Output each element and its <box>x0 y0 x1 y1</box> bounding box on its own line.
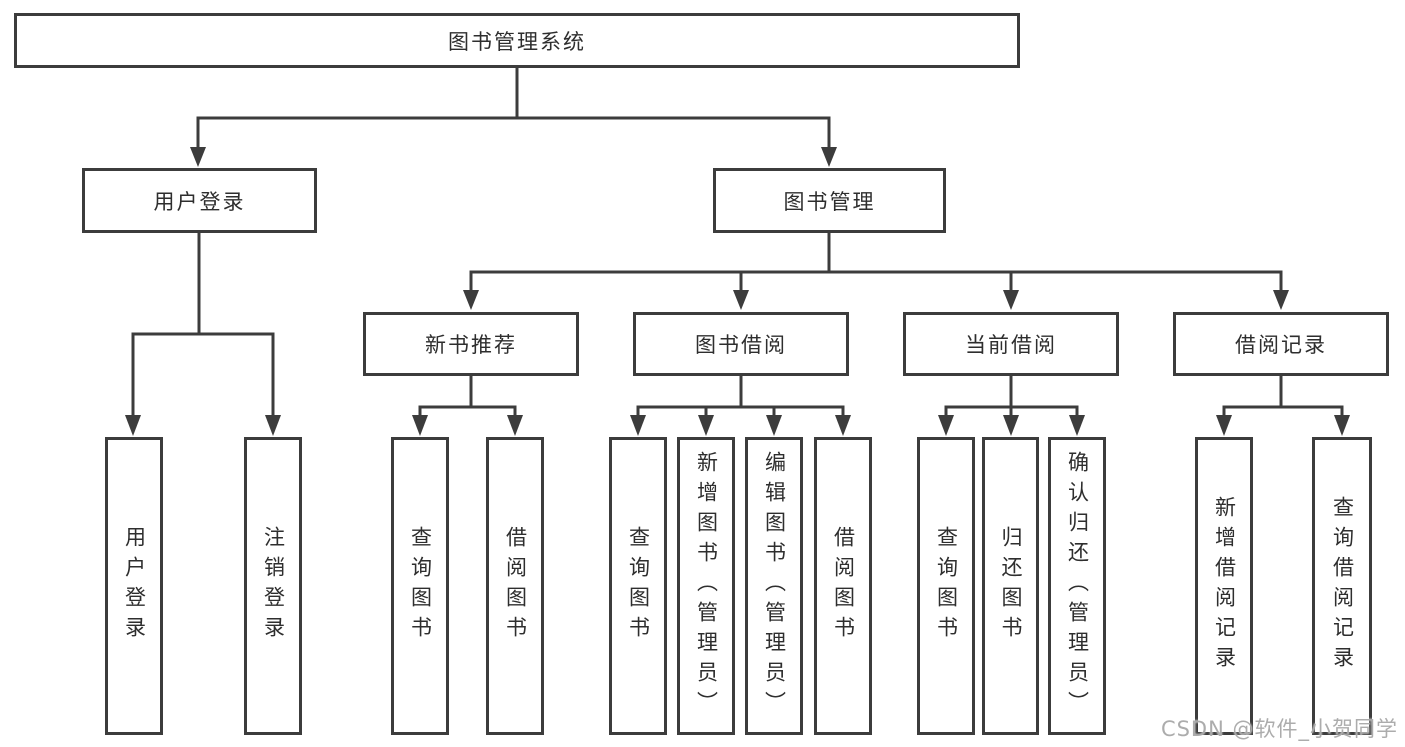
leaf-borrow-book-label: 借阅图书 <box>831 526 856 646</box>
leaf-logout-label: 注销登录 <box>261 526 286 646</box>
node-current-borrow-label: 当前借阅 <box>965 333 1057 357</box>
leaf-add-book-admin: 新增图书（管理员） <box>677 437 735 735</box>
node-user-login-label: 用户登录 <box>153 189 246 214</box>
leaf-edit-book-admin: 编辑图书（管理员） <box>745 437 803 735</box>
node-borrow-records-label: 借阅记录 <box>1235 333 1327 357</box>
leaf-logout: 注销登录 <box>244 437 302 735</box>
leaf-search-books-borrow-label: 查询图书 <box>626 526 651 646</box>
node-user-login: 用户登录 <box>82 168 317 233</box>
leaf-search-borrow-record-label: 查询借阅记录 <box>1330 496 1355 676</box>
leaf-confirm-return-admin-label: 确认归还（管理员） <box>1065 451 1090 721</box>
leaf-edit-book-admin-label: 编辑图书（管理员） <box>762 451 787 721</box>
leaf-borrow-book-recommend-label: 借阅图书 <box>503 526 528 646</box>
node-root: 图书管理系统 <box>14 13 1020 68</box>
leaf-add-book-admin-label: 新增图书（管理员） <box>694 451 719 721</box>
leaf-confirm-return-admin: 确认归还（管理员） <box>1048 437 1106 735</box>
node-book-borrow-label: 图书借阅 <box>695 333 787 357</box>
node-book-borrow: 图书借阅 <box>633 312 849 376</box>
node-new-book-recommend-label: 新书推荐 <box>425 333 517 357</box>
arrowheads <box>125 147 1350 436</box>
watermark: CSDN @软件_小贺同学 <box>1160 717 1398 741</box>
leaf-user-login: 用户登录 <box>105 437 163 735</box>
node-book-management: 图书管理 <box>713 168 946 233</box>
leaf-return-book-label: 归还图书 <box>999 526 1023 646</box>
leaf-borrow-book-recommend: 借阅图书 <box>486 437 544 735</box>
leaf-search-books-borrow: 查询图书 <box>609 437 667 735</box>
leaf-borrow-book: 借阅图书 <box>814 437 872 735</box>
leaf-search-books-recommend-label: 查询图书 <box>408 526 433 646</box>
leaf-search-borrow-record: 查询借阅记录 <box>1312 437 1372 735</box>
leaf-user-login-label: 用户登录 <box>122 526 147 646</box>
leaf-search-books-recommend: 查询图书 <box>391 437 449 735</box>
leaf-add-borrow-record-label: 新增借阅记录 <box>1212 496 1237 676</box>
node-book-management-label: 图书管理 <box>783 189 876 214</box>
leaf-search-books-current: 查询图书 <box>917 437 975 735</box>
node-current-borrow: 当前借阅 <box>903 312 1119 376</box>
node-new-book-recommend: 新书推荐 <box>363 312 579 376</box>
leaf-search-books-current-label: 查询图书 <box>934 526 959 646</box>
node-borrow-records: 借阅记录 <box>1173 312 1389 376</box>
node-root-label: 图书管理系统 <box>448 29 586 54</box>
leaf-return-book: 归还图书 <box>982 437 1039 735</box>
leaf-add-borrow-record: 新增借阅记录 <box>1195 437 1253 735</box>
